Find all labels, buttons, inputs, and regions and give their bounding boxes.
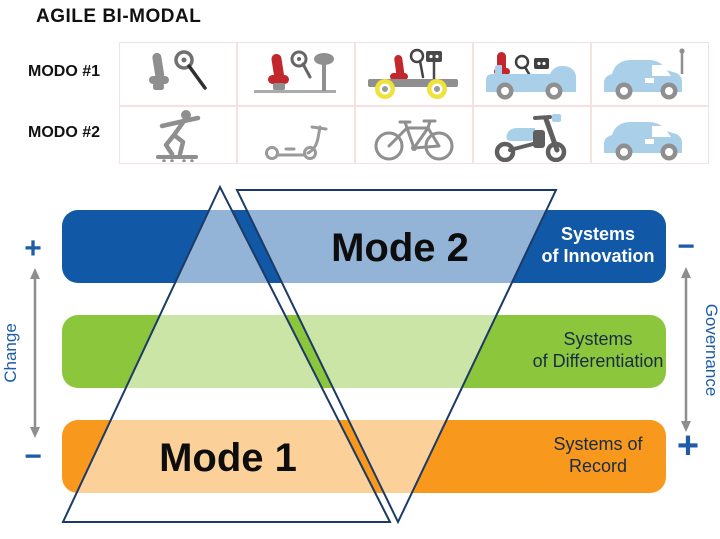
skateboarder-icon <box>120 107 236 163</box>
governance-arrowhead-down-icon <box>681 421 691 432</box>
modo2-row-label: MODO #2 <box>28 124 101 141</box>
systems-of-record-label: Systems of Record <box>553 434 643 476</box>
svg-text:Systems: Systems <box>563 329 632 349</box>
mode1-label: Mode 1 <box>159 436 297 480</box>
kick-scooter-icon <box>238 107 354 163</box>
chassis-with-wheels-icon <box>356 43 472 105</box>
governance-minus-sign: − <box>677 230 695 263</box>
moped-icon <box>474 107 590 163</box>
governance-plus-sign: + <box>677 425 699 467</box>
change-label: Change <box>1 323 20 383</box>
page-title: AGILE BI-MODAL <box>36 6 202 27</box>
change-minus-sign: − <box>24 440 42 473</box>
change-arrowhead-up-icon <box>30 268 40 279</box>
car-seat-on-test-stand-icon <box>238 43 354 105</box>
car-seat-and-steering-wheel-icon <box>120 43 236 105</box>
svg-text:Systems: Systems <box>561 224 635 244</box>
governance-arrowhead-up-icon <box>681 267 691 278</box>
bicycle-icon <box>356 107 472 163</box>
systems-of-innovation-label: Systems of Innovation <box>542 224 655 266</box>
open-car-body-icon <box>474 43 590 105</box>
vehicle-evolution-grid <box>119 42 709 164</box>
modo1-row-label: MODO #1 <box>28 63 101 80</box>
svg-text:of Differentiation: of Differentiation <box>533 351 664 371</box>
svg-text:of Innovation: of Innovation <box>542 246 655 266</box>
mode2-inverted-triangle <box>235 189 558 525</box>
change-plus-sign: + <box>24 232 42 265</box>
svg-text:Systems of: Systems of <box>553 434 643 454</box>
mode2-label: Mode 2 <box>331 226 469 270</box>
car-icon <box>592 107 708 163</box>
systems-of-differentiation-label: Systems of Differentiation <box>533 329 664 371</box>
change-arrowhead-down-icon <box>30 427 40 438</box>
svg-text:Record: Record <box>569 456 627 476</box>
governance-label: Governance <box>702 304 720 397</box>
governance-axis: − Governance + <box>677 230 720 467</box>
change-axis: + Change − <box>1 232 42 473</box>
complete-car-with-antenna-icon <box>592 43 708 105</box>
mode1-pyramid-triangle <box>61 184 392 523</box>
